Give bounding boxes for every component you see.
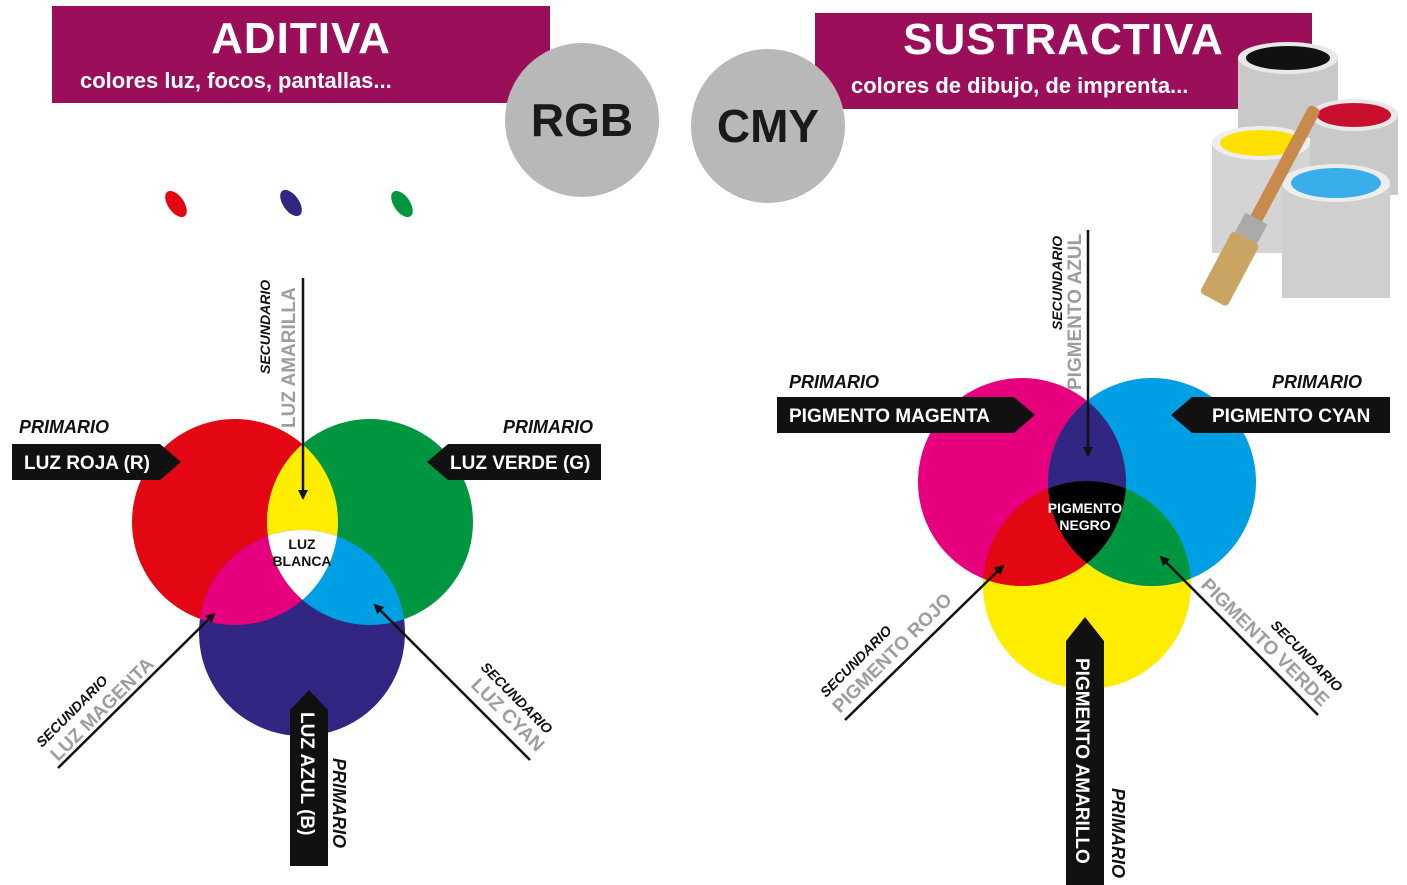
magenta-overlap: [199, 530, 338, 625]
arrow-magenta: [57, 612, 216, 769]
additive-banner: ADITIVA colores luz, focos, pantallas...: [52, 6, 550, 103]
pigmento-negro-line2: NEGRO: [1059, 517, 1110, 533]
pigmento-amarillo-label: PIGMENTO AMARILLO: [1071, 658, 1092, 864]
subtractive-banner: SUSTRACTIVA colores de dibujo, de impren…: [815, 13, 1312, 109]
cmy-badge: CMY: [691, 49, 845, 203]
pigmento-verde-label: PIGMENTO VERDE: [1196, 575, 1332, 711]
pigmento-cyan-label: PIGMENTO CYAN: [1212, 406, 1370, 427]
pigmento-negro-line1: PIGMENTO: [1048, 500, 1123, 516]
luz-blanca-line2: BLANCA: [272, 553, 331, 569]
luz-azul-tag: [290, 690, 328, 866]
blue-drop-icon: [280, 189, 302, 217]
subtractive-subtitle: colores de dibujo, de imprenta...: [851, 73, 1189, 98]
sub-prim-word-cyan: PRIMARIO: [1272, 372, 1362, 392]
add-sec-word-yellow: SECUNDARIO: [257, 280, 273, 374]
pigmento-amarillo-tag: [1066, 617, 1104, 885]
additive-subtitle: colores luz, focos, pantallas...: [80, 68, 392, 93]
luz-verde-tag: [427, 444, 601, 480]
additive-venn: [132, 419, 473, 736]
luz-roja-tag: [12, 444, 181, 480]
additive-title: ADITIVA: [211, 14, 391, 63]
subtractive-title: SUSTRACTIVA: [903, 15, 1224, 64]
luz-blanca-line1: LUZ: [288, 536, 316, 552]
add-prim-word-blue: PRIMARIO: [329, 758, 349, 848]
arrow-cyan: [373, 603, 531, 761]
arrow-green: [1159, 555, 1319, 716]
pigmento-rojo-label: PIGMENTO ROJO: [829, 589, 957, 717]
rgb-badge: RGB: [505, 43, 659, 197]
luz-roja-label: LUZ ROJA (R): [24, 453, 150, 474]
paint-cans-illustration: [1200, 42, 1398, 306]
pigmento-magenta-label: PIGMENTO MAGENTA: [789, 406, 990, 427]
red-drop-icon: [165, 190, 187, 218]
sub-prim-word-yellow: PRIMARIO: [1108, 788, 1128, 878]
sub-sec-word-blue: SECUNDARIO: [1049, 236, 1065, 330]
arrow-red: [844, 564, 1005, 721]
add-prim-word-green: PRIMARIO: [503, 417, 593, 437]
luz-amarilla-label: LUZ AMARILLA: [279, 287, 300, 428]
cyan-overlap: [267, 530, 405, 625]
luz-verde-label: LUZ VERDE (G): [450, 453, 590, 474]
pigmento-cyan-tag: [1171, 397, 1390, 433]
sub-prim-word-magenta: PRIMARIO: [789, 372, 879, 392]
luz-azul-label: LUZ AZUL (B): [296, 712, 317, 835]
green-drop-icon: [391, 190, 413, 218]
pigmento-magenta-tag: [777, 397, 1035, 433]
add-prim-word-red: PRIMARIO: [19, 417, 109, 437]
pigmento-azul-label: PIGMENTO AZUL: [1065, 233, 1086, 390]
